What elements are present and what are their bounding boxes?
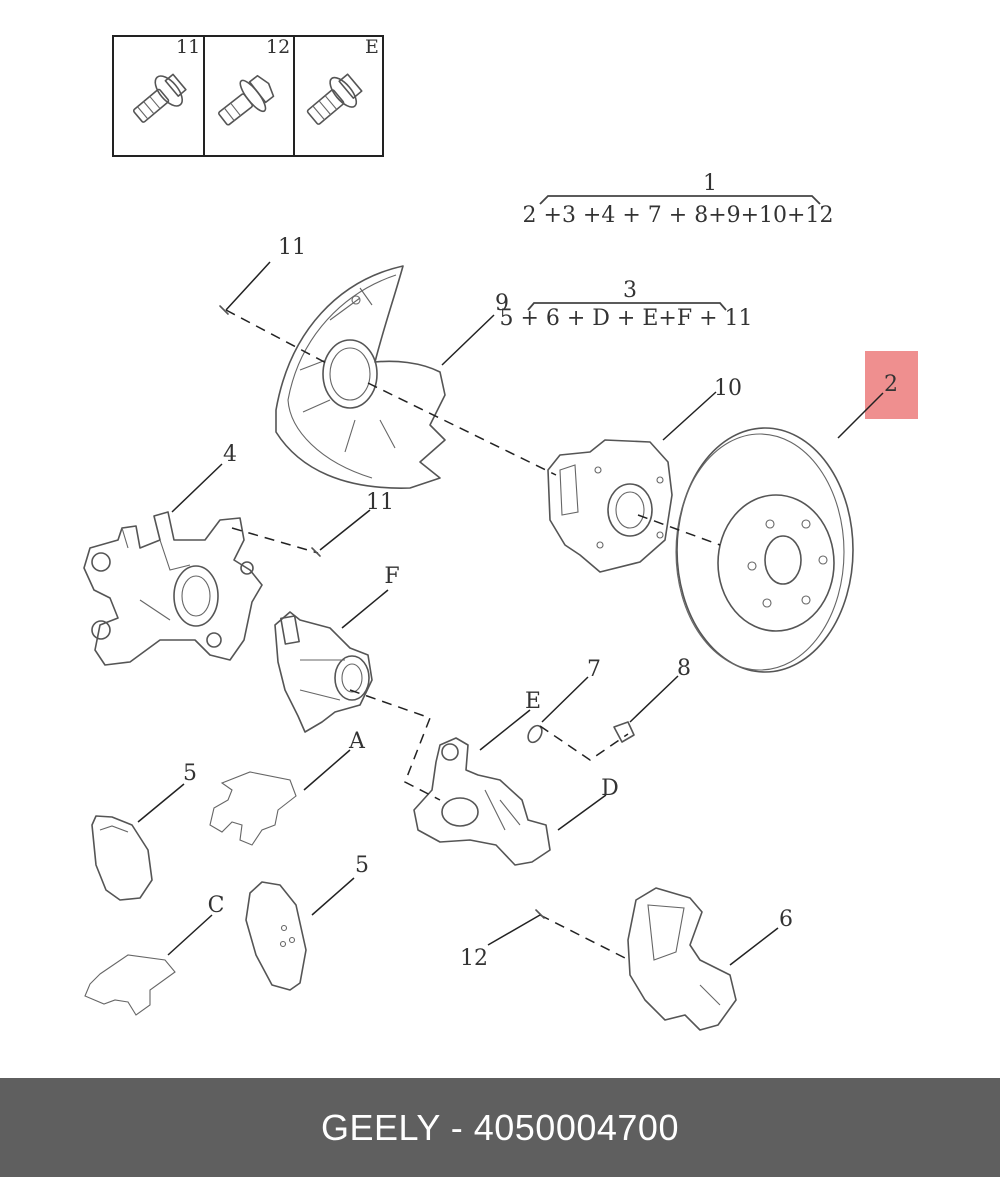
pad-clip-A-part — [209, 771, 297, 846]
callout-C: C — [208, 893, 225, 918]
leader-12 — [487, 914, 541, 946]
leader-11-mid — [319, 509, 371, 551]
callout-12: 12 — [460, 946, 488, 971]
assembly-group-1-id: 1 — [703, 171, 717, 196]
leader-C — [167, 914, 213, 956]
bolt-E-icon — [306, 73, 363, 125]
brake-pad-outer-part — [91, 815, 153, 901]
callout-11-top: 11 — [278, 235, 306, 260]
brake-disc-part — [675, 427, 854, 673]
bolt-marker-11-top — [219, 305, 229, 315]
leader-11-top — [225, 261, 271, 311]
callout-5-outer: 5 — [183, 761, 197, 786]
leader-D — [557, 794, 607, 831]
leader-9 — [441, 314, 495, 366]
pad-clip-C-part — [84, 954, 176, 1016]
dust-cap-part — [613, 721, 635, 743]
callout-A: A — [348, 729, 366, 754]
fastener-label-E: E — [365, 36, 379, 58]
brake-pad-inner-part — [245, 881, 307, 991]
steering-knuckle-part — [83, 511, 263, 666]
caliper-housing-F-part — [274, 611, 373, 733]
callout-8: 8 — [677, 656, 691, 681]
assembly-line-F-caliper — [349, 689, 441, 801]
leader-F — [341, 589, 389, 629]
assembly-line-12-bracket — [539, 914, 626, 959]
callout-D: D — [601, 776, 619, 801]
leader-4 — [171, 463, 223, 513]
bleed-screw-part — [527, 724, 543, 744]
assembly-group-1: 1 2 +3 +4 + 7 + 8+9+10+12 — [523, 171, 834, 228]
leader-10 — [662, 391, 717, 441]
assembly-line-hub-disc — [637, 514, 721, 546]
fastener-box: 11 12 E — [112, 35, 384, 157]
bolt-marker-12 — [535, 909, 545, 919]
assembly-line-7-8 — [539, 725, 629, 761]
wheel-hub-part — [547, 439, 673, 573]
exploded-parts-diagram: 11 12 E 1 — [83, 35, 918, 1031]
leader-A — [303, 749, 351, 791]
leader-5a — [137, 783, 185, 823]
bolt-12-icon — [218, 74, 275, 126]
callout-2: 2 — [884, 372, 898, 397]
assembly-line-11-knuckle — [231, 527, 319, 554]
callout-9: 9 — [495, 291, 509, 316]
assembly-line-11-shield — [225, 309, 331, 366]
assembly-group-3-formula: 5 + 6 + D + E+F + 11 — [499, 306, 752, 331]
fastener-label-11: 11 — [176, 36, 200, 58]
leader-8 — [629, 675, 679, 723]
part-2-highlight — [865, 351, 918, 419]
leader-5b — [311, 877, 355, 916]
leader-6 — [729, 927, 779, 966]
callout-11-mid: 11 — [366, 490, 394, 515]
bolt-11-icon — [132, 73, 187, 123]
callout-E: E — [525, 689, 541, 714]
assembly-group-1-formula: 2 +3 +4 + 7 + 8+9+10+12 — [523, 203, 834, 228]
leader-7 — [541, 676, 589, 723]
footer-part-number: GEELY - 4050004700 — [321, 1106, 679, 1148]
footer-bar: GEELY - 4050004700 — [0, 1078, 1000, 1177]
leader-E — [479, 709, 531, 751]
callout-F: F — [384, 564, 399, 589]
leader-2 — [837, 392, 884, 439]
fastener-label-12: 12 — [266, 36, 290, 58]
callout-6: 6 — [779, 907, 793, 932]
assembly-group-3-id: 3 — [623, 278, 637, 303]
callout-10: 10 — [714, 376, 742, 401]
callout-7: 7 — [587, 657, 601, 682]
bolt-marker-11-mid — [311, 547, 321, 557]
dust-shield-part — [275, 265, 446, 489]
assembly-group-3: 3 5 + 6 + D + E+F + 11 — [499, 278, 752, 331]
caliper-bracket-part — [627, 887, 737, 1031]
callout-5-inner: 5 — [355, 853, 369, 878]
assembly-line-shield-hub — [367, 382, 557, 476]
callout-4: 4 — [223, 442, 237, 467]
caliper-body-D-part — [413, 737, 551, 866]
